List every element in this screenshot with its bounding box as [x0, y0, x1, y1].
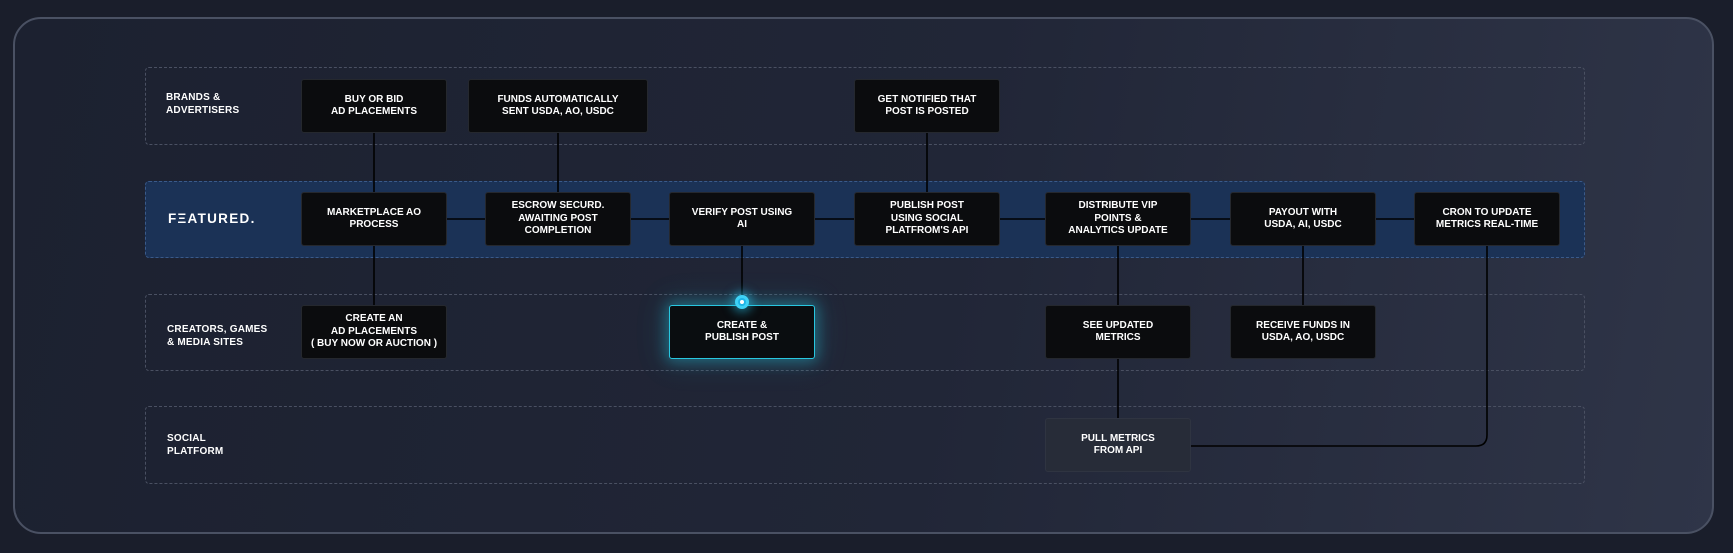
- box-escrow-secured: ESCROW SECURD. AWAITING POST COMPLETION: [485, 192, 631, 246]
- box-cron-update: CRON TO UPDATE METRICS REAL-TIME: [1414, 192, 1560, 246]
- lane-creators: [145, 294, 1585, 371]
- box-verify-post: VERIFY POST USING AI: [669, 192, 815, 246]
- lane-label-creators: CREATORS, GAMES & MEDIA SITES: [167, 324, 268, 348]
- box-pull-metrics: PULL METRICS FROM API: [1045, 418, 1191, 472]
- box-buy-or-bid: BUY OR BID AD PLACEMENTS: [301, 79, 447, 133]
- lane-label-brands: BRANDS & ADVERTISERS: [166, 92, 240, 116]
- active-node-indicator: [735, 295, 749, 309]
- box-payout: PAYOUT WITH USDA, AI, USDC: [1230, 192, 1376, 246]
- box-create-publish-post: CREATE & PUBLISH POST: [669, 305, 815, 359]
- box-get-notified: GET NOTIFIED THAT POST IS POSTED: [854, 79, 1000, 133]
- box-publish-post: PUBLISH POST USING SOCIAL PLATFROM'S API: [854, 192, 1000, 246]
- box-distribute-vip: DISTRIBUTE VIP POINTS & ANALYTICS UPDATE: [1045, 192, 1191, 246]
- box-funds-automatically-sent: FUNDS AUTOMATICALLY SENT USDA, AO, USDC: [468, 79, 648, 133]
- box-see-updated-metrics: SEE UPDATED METRICS: [1045, 305, 1191, 359]
- box-marketplace-process: MARKETPLACE AO PROCESS: [301, 192, 447, 246]
- featured-logo: FΞATURED.: [168, 211, 256, 226]
- lane-social: [145, 406, 1585, 484]
- box-receive-funds: RECEIVE FUNDS IN USDA, AO, USDC: [1230, 305, 1376, 359]
- lane-label-social: SOCIAL PLATFORM: [167, 433, 224, 457]
- box-create-ad-placements: CREATE AN AD PLACEMENTS ( BUY NOW OR AUC…: [301, 305, 447, 359]
- lane-brands: [145, 67, 1585, 145]
